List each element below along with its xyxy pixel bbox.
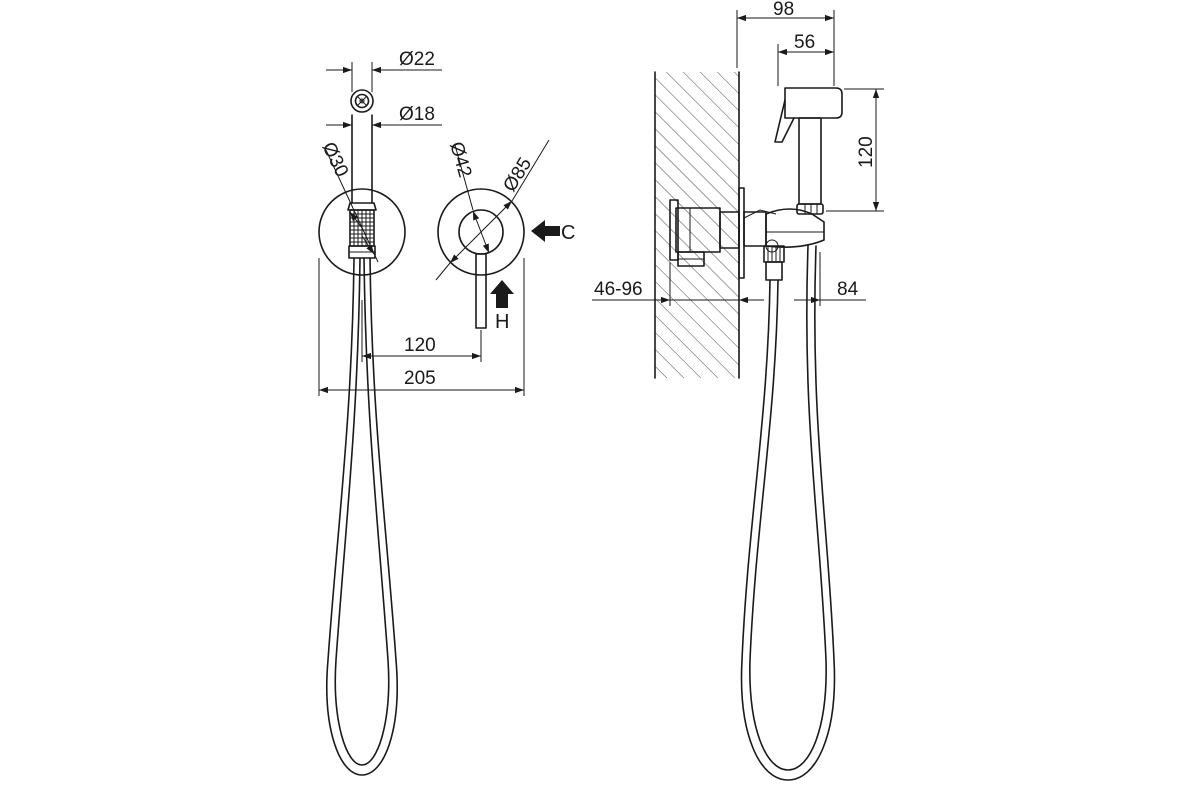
- dim-hose-outer-diameter: Ø22: [326, 49, 442, 92]
- hose-side: [740, 245, 836, 781]
- wall-section: [654, 71, 740, 379]
- sprayer-head-top-view: [350, 89, 374, 113]
- label-plate-diameter: Ø85: [499, 154, 536, 196]
- dim-wall-depth-range: 46-96: [592, 262, 764, 306]
- dim-sprayer-depth: 56: [777, 32, 834, 86]
- label-hot-inlet: H: [495, 311, 509, 333]
- label-holder-diameter: Ø30: [318, 139, 353, 180]
- sprayer-side: [774, 87, 843, 215]
- sprayer-body-front: [347, 114, 377, 259]
- mixer-lever: [475, 253, 487, 329]
- arrow-left-icon: [531, 220, 560, 242]
- mixer-cover-plate: [437, 188, 525, 276]
- embedded-valve-body: [669, 199, 740, 267]
- hose-connector-side: [763, 245, 785, 281]
- label-center-distance: 120: [404, 335, 436, 356]
- label-sprayer-depth: 56: [794, 32, 815, 53]
- label-handle-base-diameter: Ø42: [445, 140, 475, 180]
- front-view: Ø22 Ø18 Ø30 Ø42 Ø85: [318, 49, 575, 776]
- cold-inlet-indicator: C: [531, 220, 575, 244]
- label-total-width: 205: [404, 368, 436, 389]
- holder-cover-plate: [318, 188, 406, 276]
- dim-holder-diameter: Ø30: [318, 139, 379, 263]
- label-sprayer-height: 120: [856, 136, 877, 168]
- label-projection: 84: [837, 279, 859, 300]
- dim-total-width: 205: [318, 258, 525, 396]
- dim-handle-base-diameter: Ø42: [445, 140, 490, 254]
- dim-sprayer-height: 120: [826, 88, 884, 212]
- label-hose-outer-diameter: Ø22: [399, 49, 435, 70]
- arrow-up-icon: [490, 280, 514, 308]
- label-total-depth: 98: [773, 0, 794, 20]
- hot-inlet-indicator: H: [490, 280, 514, 333]
- dim-total-depth: 98: [736, 0, 835, 86]
- side-view: 98 56 120 46-96 84: [592, 0, 884, 781]
- label-cold-inlet: C: [561, 222, 575, 244]
- dim-hose-inner-diameter: Ø18: [326, 104, 442, 129]
- mixer-front: [437, 188, 525, 329]
- label-hose-inner-diameter: Ø18: [399, 104, 435, 125]
- label-wall-depth-range: 46-96: [594, 279, 643, 300]
- hose-front: [326, 257, 398, 776]
- dim-center-distance: 120: [361, 300, 482, 362]
- dim-projection: 84: [794, 252, 866, 306]
